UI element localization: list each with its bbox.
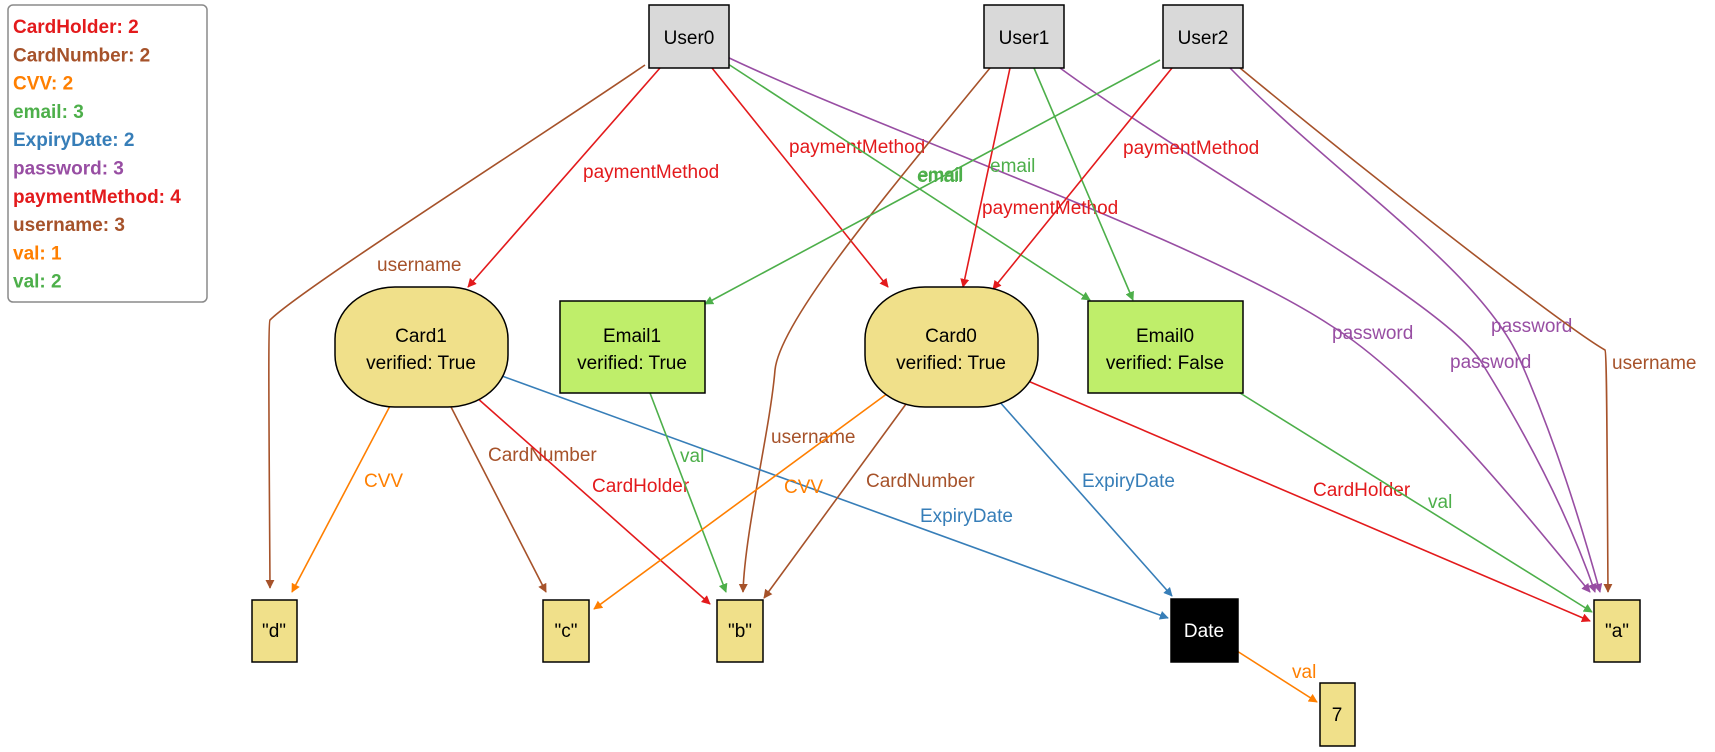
node-label: Email0	[1136, 326, 1194, 347]
node-user0[interactable]: User0	[648, 4, 730, 69]
node-card1[interactable]: Card1 verified: True	[334, 286, 509, 408]
node-sublabel: verified: True	[366, 353, 476, 374]
edge-label: password	[1450, 352, 1531, 373]
edge-u1-card0: paymentMethod	[960, 67, 1118, 288]
legend-item: CardNumber: 2	[13, 45, 150, 66]
edge-card0-b: CardNumber	[763, 403, 975, 599]
edge-label: val	[680, 446, 704, 467]
legend: CardHolder: 2 CardNumber: 2 CVV: 2 email: 3…	[7, 4, 208, 303]
node-sublabel: verified: True	[577, 353, 687, 374]
edge-card0-c: CVV	[593, 392, 889, 610]
edge-label: val	[1428, 492, 1452, 513]
nodes: User0 User1 User2 Card1 verified: True E…	[251, 4, 1641, 747]
legend-item: val: 2	[13, 272, 62, 293]
edge-email1-b: val	[649, 392, 728, 593]
edge-u2-email1: email	[704, 59, 1161, 305]
node-email0[interactable]: Email0 verified: False	[1087, 300, 1244, 394]
edge-label: password	[1491, 316, 1572, 337]
node-label: User1	[999, 28, 1050, 49]
edge-u2-a-pw: password	[1229, 67, 1603, 593]
legend-item: paymentMethod: 4	[13, 187, 181, 208]
edge-label: username	[771, 427, 856, 448]
node-value-d[interactable]: "d"	[251, 599, 298, 663]
legend-box	[7, 4, 208, 303]
legend-item: val: 1	[13, 243, 62, 264]
node-label: "c"	[555, 621, 578, 642]
edge-u0-card0: paymentMethod	[711, 67, 925, 288]
edge-u0-d: username	[265, 64, 646, 589]
node-label: User0	[664, 28, 715, 49]
node-label: "d"	[262, 621, 286, 642]
edge-label: CVV	[364, 471, 403, 492]
node-value-a[interactable]: "a"	[1593, 599, 1641, 663]
legend-item: username: 3	[13, 215, 125, 236]
edge-label: CardHolder	[592, 476, 690, 497]
edge-label: paymentMethod	[583, 162, 719, 183]
edge-label: paymentMethod	[982, 198, 1118, 219]
node-label: Date	[1184, 621, 1224, 642]
edge-label: username	[1612, 353, 1697, 374]
edge-card1-b: CardHolder	[475, 396, 711, 605]
node-user1[interactable]: User1	[983, 4, 1065, 69]
edge-label: ExpiryDate	[1082, 471, 1175, 492]
legend-item: password: 3	[13, 159, 124, 180]
edge-card1-date: ExpiryDate	[501, 375, 1169, 620]
edge-u1-email0: email	[990, 67, 1134, 301]
edge-label: ExpiryDate	[920, 506, 1013, 527]
edge-label: email	[990, 156, 1035, 177]
legend-item: CVV: 2	[13, 74, 73, 95]
edge-u2-card0: paymentMethod	[992, 67, 1259, 290]
edge-label: CardHolder	[1313, 480, 1411, 501]
node-value-c[interactable]: "c"	[542, 599, 590, 663]
node-label: Card0	[925, 326, 977, 347]
node-card0[interactable]: Card0 verified: True	[864, 286, 1039, 408]
node-label: User2	[1178, 28, 1229, 49]
node-value-7[interactable]: 7	[1319, 682, 1356, 747]
edge-label: CardNumber	[866, 471, 975, 492]
node-email1[interactable]: Email1 verified: True	[559, 300, 706, 394]
node-label: 7	[1332, 705, 1343, 726]
edge-label: CVV	[784, 477, 823, 498]
legend-item: email: 3	[13, 102, 84, 123]
edge-card1-d: CVV	[291, 405, 403, 593]
node-label: Card1	[395, 326, 447, 347]
edge-card1-c: CardNumber	[449, 404, 597, 593]
legend-item: ExpiryDate: 2	[13, 130, 134, 151]
node-label: "a"	[1605, 621, 1629, 642]
edge-card0-date: ExpiryDate	[997, 399, 1175, 597]
node-label: Email1	[603, 326, 661, 347]
edge-email0-a: val	[1239, 392, 1593, 613]
edge-u0-card1: paymentMethod	[467, 67, 719, 288]
edge-label: paymentMethod	[1123, 138, 1259, 159]
edges: username paymentMethod paymentMethod ema…	[265, 55, 1697, 703]
node-sublabel: verified: False	[1106, 353, 1224, 374]
edge-date-7: val	[1236, 650, 1318, 703]
node-sublabel: verified: True	[896, 353, 1006, 374]
legend-item: CardHolder: 2	[13, 17, 139, 38]
edge-label: val	[1292, 662, 1316, 683]
edge-label: username	[377, 255, 462, 276]
edge-u2-a-un: username	[1239, 67, 1697, 593]
node-user2[interactable]: User2	[1162, 4, 1244, 69]
node-date[interactable]: Date	[1170, 598, 1239, 663]
edge-label: email	[918, 165, 963, 186]
node-label: "b"	[728, 621, 752, 642]
edge-u1-a: password	[1059, 67, 1597, 593]
edge-card0-a: CardHolder	[1027, 380, 1591, 622]
edge-label: password	[1332, 323, 1413, 344]
edge-u0-a: password	[724, 55, 1591, 593]
node-value-b[interactable]: "b"	[716, 599, 764, 663]
